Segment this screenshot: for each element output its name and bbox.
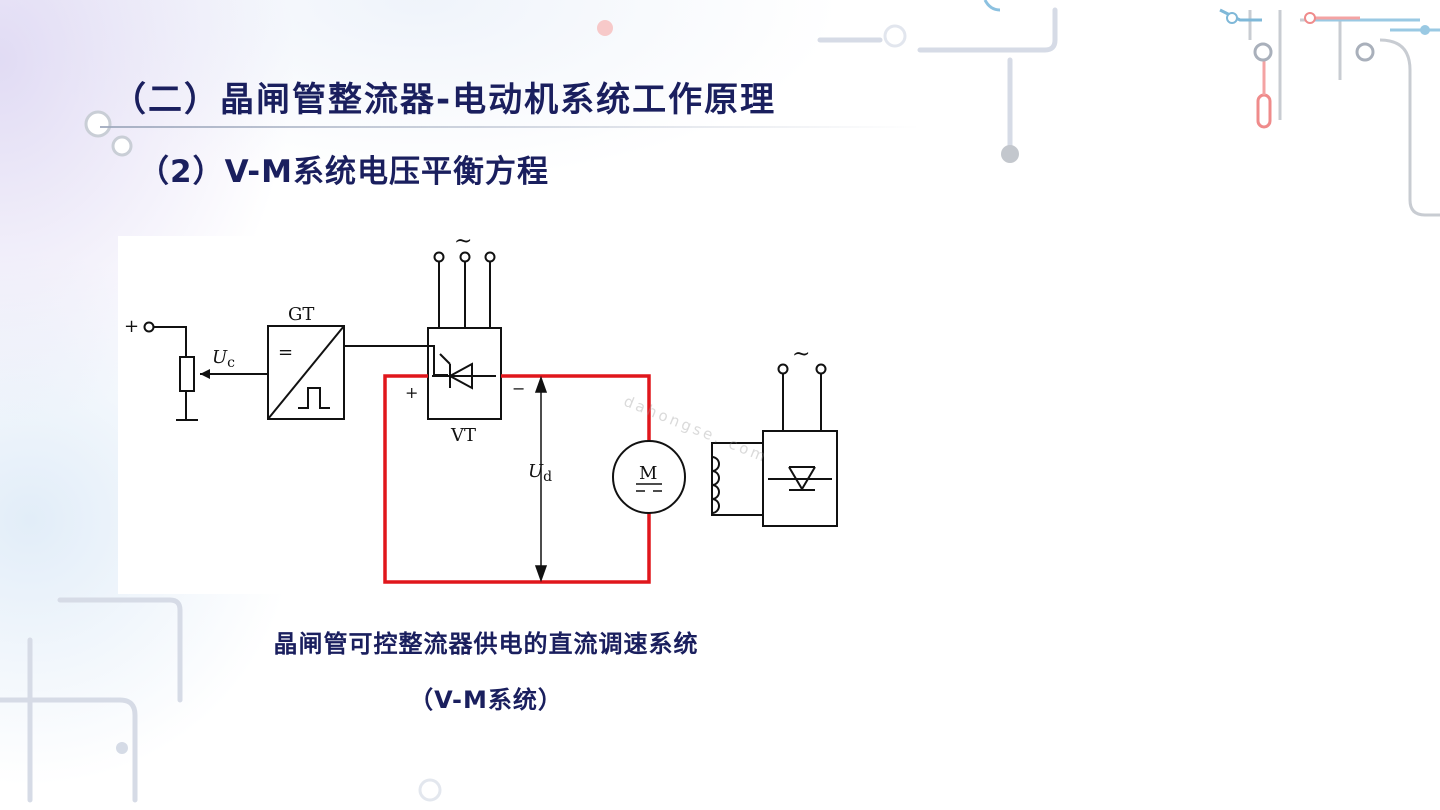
- circuit-schematic: + Uc GT = ~ + − VT: [124, 229, 838, 584]
- field-circuit: [711, 373, 838, 527]
- ud-label: Ud: [528, 461, 552, 485]
- figure-caption: 晶闸管可控整流器供电的直流调速系统: [273, 630, 699, 658]
- vt-plus-label: +: [405, 383, 418, 402]
- vt-label: VT: [450, 425, 476, 446]
- ac-terminal-3: [484, 251, 496, 263]
- uc-label: Uc: [212, 347, 235, 371]
- field-ac-terminal-1: [777, 363, 789, 375]
- figure-caption-sub: （V-M系统）: [409, 686, 563, 714]
- motor-symbol: [612, 440, 686, 514]
- gt-label: GT: [288, 304, 314, 325]
- ac-symbol-field: ~: [792, 342, 810, 367]
- motor-label: M: [639, 463, 657, 484]
- armature-loop: [383, 374, 651, 584]
- ud-voltage-arrow: [534, 375, 548, 583]
- wiper-arrow: [200, 369, 210, 379]
- title-underline: [100, 126, 920, 128]
- vt-thyristor-block: [427, 327, 502, 420]
- slide-title: （二）晶闸管整流器-电动机系统工作原理: [112, 80, 777, 120]
- motor-dc-mark: [636, 483, 662, 492]
- plus-input-terminal: [143, 321, 155, 333]
- gt-equal-sign: =: [278, 342, 293, 363]
- gt-trigger-block: [267, 325, 448, 420]
- ac-symbol-main: ~: [454, 236, 472, 254]
- field-ac-terminal-2: [815, 363, 827, 375]
- main-ac-leads: [438, 261, 491, 328]
- plus-label: +: [124, 316, 139, 337]
- potentiometer: [153, 326, 268, 421]
- slide-subtitle: （2）V-M系统电压平衡方程: [138, 154, 550, 190]
- ac-terminal-1: [433, 251, 445, 263]
- ac-terminal-2: [459, 251, 471, 263]
- vm-system-diagram: + Uc GT = ~ + − VT: [118, 229, 838, 594]
- vt-minus-label: −: [512, 379, 525, 398]
